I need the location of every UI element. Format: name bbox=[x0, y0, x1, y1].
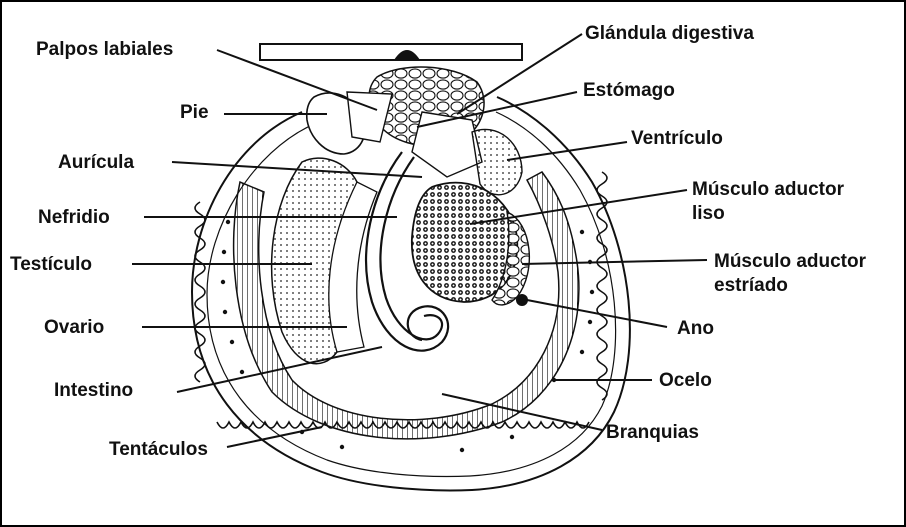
stomach bbox=[412, 112, 482, 177]
label-nefridio: Nefridio bbox=[38, 207, 110, 229]
label-tentaculos: Tentáculos bbox=[109, 439, 208, 461]
label-pie: Pie bbox=[180, 102, 209, 124]
label-glandula-digestiva: Glándula digestiva bbox=[585, 23, 754, 45]
label-ovario: Ovario bbox=[44, 317, 104, 339]
label-ventriculo: Ventrículo bbox=[631, 128, 723, 150]
shell-hinge bbox=[260, 44, 522, 60]
label-musculo-aductor-estriado: Músculo aductor bbox=[714, 251, 866, 273]
label-ocelo: Ocelo bbox=[659, 370, 712, 392]
label-ano: Ano bbox=[677, 318, 714, 340]
label-branquias: Branquias bbox=[606, 422, 699, 444]
label-estomago: Estómago bbox=[583, 80, 675, 102]
label-palpos-labiales: Palpos labiales bbox=[36, 39, 173, 61]
label-musculo-aductor-liso-2: liso bbox=[692, 203, 725, 225]
label-intestino: Intestino bbox=[54, 380, 133, 402]
label-musculo-aductor-estriado-2: estríado bbox=[714, 275, 788, 297]
label-auricula: Aurícula bbox=[58, 152, 134, 174]
label-testiculo: Testículo bbox=[10, 254, 92, 276]
ventricle bbox=[472, 129, 522, 194]
label-musculo-aductor-liso: Músculo aductor bbox=[692, 179, 844, 201]
anus bbox=[516, 294, 528, 306]
labial-palps bbox=[347, 92, 392, 142]
